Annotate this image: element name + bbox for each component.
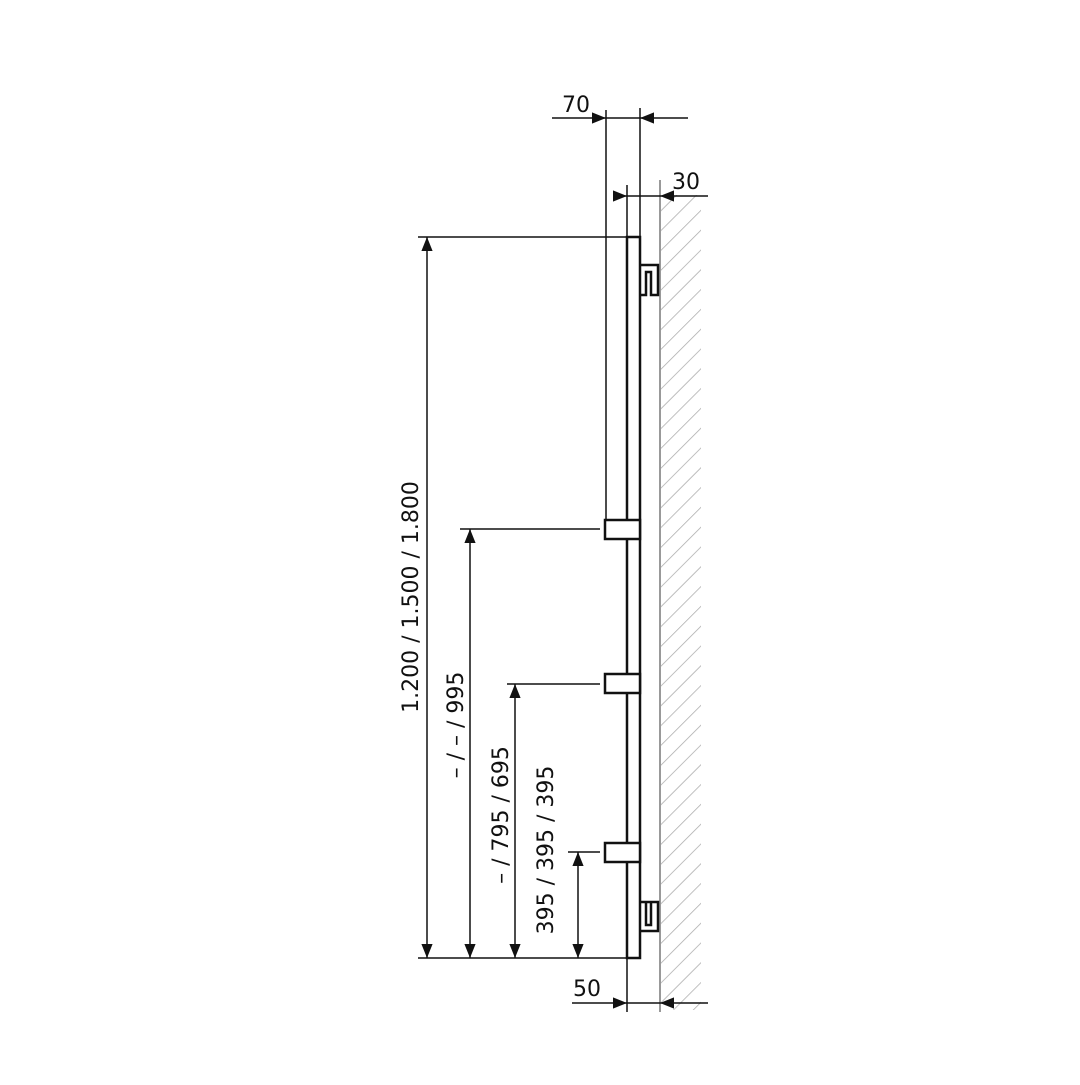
towel-bar-middle <box>603 672 642 695</box>
dim-bar-middle: – / 795 / 695 <box>489 746 514 884</box>
dim-bar-top: – / – / 995 <box>444 672 469 779</box>
radiator-panel <box>625 235 642 960</box>
towel-bar-top <box>603 518 642 541</box>
dim-depth-total: 70 <box>562 93 590 118</box>
radiator <box>603 110 660 960</box>
wall <box>659 180 701 1012</box>
wall-bracket-bottom <box>640 900 660 933</box>
dimension-lines <box>418 108 708 1012</box>
dim-height: 1.200 / 1.500 / 1.800 <box>399 481 424 713</box>
dim-wall-gap-top: 30 <box>672 170 700 195</box>
dim-wall-gap-bottom: 50 <box>573 977 601 1002</box>
wall-bracket-top <box>640 263 660 297</box>
towel-bar-bottom <box>603 841 642 864</box>
dim-bar-bottom: 395 / 395 / 395 <box>534 766 559 935</box>
